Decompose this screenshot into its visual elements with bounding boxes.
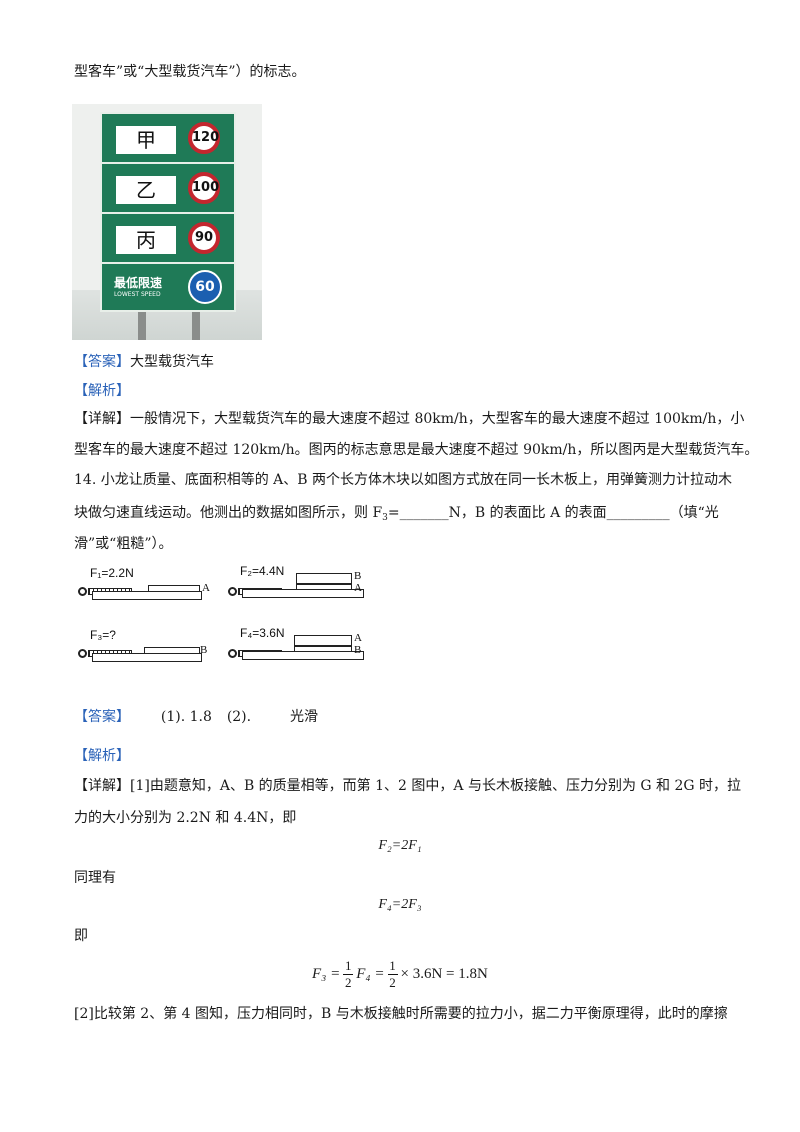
answer-part2: (2). (226, 709, 252, 725)
detail-text: [1]由题意知，A、B 的质量相等，而第 1、2 图中，A 与长木板接触、压力分… (130, 778, 742, 794)
block-label: B (200, 644, 208, 656)
spring-ring (78, 649, 87, 658)
lowest-speed-en: LOWEST SPEED (114, 291, 161, 298)
eq3-rhs: × 3.6N = 1.8N (400, 965, 488, 982)
force-label: F₃=? (90, 628, 116, 642)
equation-3: F₃ = 1 2 F₄ = 1 2 × 3.6N = 1.8N (312, 954, 488, 994)
experiment-figure-4: F₄=3.6N A B (228, 626, 378, 664)
eq3-mid: F₄ = (356, 965, 385, 982)
q13-answer-line: 【答案】大型载货汽车 (74, 352, 214, 372)
eq3-fraction-1: 1 2 (343, 957, 354, 991)
experiment-figure-1: F₁=2.2N A (78, 566, 228, 604)
frac-den: 2 (389, 974, 396, 990)
q14-question-line2: 块做匀速直线运动。他测出的数据如图所示，则 F3=_______N，B 的表面比… (74, 503, 719, 528)
q14-text-b: =_______N，B 的表面比 A 的表面_________（填“光 (387, 505, 719, 521)
equation-1: F₂=2F₁ (378, 838, 422, 853)
analysis-tag: 【解析】 (74, 748, 130, 764)
detail-text: 一般情况下，大型载货汽车的最大速度不超过 80km/h，大型客车的最大速度不超过… (130, 411, 745, 427)
equation-2: F₄=2F₃ (378, 897, 422, 912)
sign-row-yi: 乙 100 (102, 164, 234, 214)
sign-pole-left (138, 312, 146, 340)
bottom-block-label: A (354, 582, 362, 594)
sign-label: 乙 (116, 176, 176, 204)
q13-analysis-line: 【解析】 (74, 381, 130, 401)
analysis-tag: 【解析】 (74, 383, 130, 399)
answer-part3: 光滑 (290, 709, 318, 725)
experiment-figure-3: F₃=? B (78, 628, 228, 666)
detail-tag: 【详解】 (74, 778, 130, 794)
same-reason-text: 同理有 (74, 870, 116, 886)
q14-analysis-line: 【解析】 (74, 746, 130, 766)
eq3-fraction-2: 1 2 (387, 957, 398, 991)
q13-detail-line1: 【详解】一般情况下，大型载货汽车的最大速度不超过 80km/h，大型客车的最大速… (74, 409, 744, 429)
wood-board (242, 651, 364, 660)
top-block-label: B (354, 570, 362, 582)
force-label: F₄=3.6N (240, 626, 285, 640)
lowest-speed-cn: 最低限速 (114, 276, 163, 290)
q14-detail-line2: 力的大小分别为 2.2N 和 4.4N，即 (74, 810, 297, 826)
q14-text-a: 块做匀速直线运动。他测出的数据如图所示，则 F (74, 505, 383, 521)
ji-text: 即 (74, 928, 88, 944)
sign-row-bing: 丙 90 (102, 214, 234, 264)
q14-question-line1: 14. 小龙让质量、底面积相等的 A、B 两个长方体木块以如图方式放在同一长木板… (74, 472, 733, 488)
block-label: A (202, 582, 210, 594)
intro-tail-text: 型客车”或“大型载货汽车”）的标志。 (74, 64, 306, 80)
q13-detail-line2: 型客车的最大速度不超过 120km/h。图丙的标志意思是最大速度不超过 90km… (74, 442, 759, 458)
bottom-block-label: B (354, 644, 362, 656)
force-label: F₁=2.2N (90, 566, 134, 580)
answer-tag: 【答案】 (74, 709, 130, 725)
q14-question-line3: 滑”或“粗糙”）。 (74, 536, 173, 552)
top-block-label: A (354, 632, 362, 644)
sign-pole-right (192, 312, 200, 340)
detail-tag: 【详解】 (74, 411, 130, 427)
q14-sub: 3 (382, 513, 388, 523)
eq3-lhs: F₃ = (312, 965, 341, 982)
spring-ring (78, 587, 87, 596)
sign-label: 甲 (116, 126, 176, 154)
road-sign-image: 甲 120 乙 100 丙 90 最低限速 LOWEST SPEED 60 (72, 104, 262, 340)
speed-sign-board: 甲 120 乙 100 丙 90 最低限速 LOWEST SPEED 60 (100, 112, 236, 312)
sign-row-jia: 甲 120 (102, 114, 234, 164)
spring-ring (228, 649, 237, 658)
wood-board (242, 589, 364, 598)
answer-part1: (1). 1.8 (160, 709, 212, 725)
speed-limit-circle: 90 (188, 222, 220, 254)
sign-row-lowest: 最低限速 LOWEST SPEED 60 (102, 264, 234, 310)
answer-text: 大型载货汽车 (130, 354, 214, 370)
q14-detail-line3: [2]比较第 2、第 4 图知，压力相同时，B 与木板接触时所需要的拉力小，据二… (74, 1006, 728, 1022)
frac-num: 1 (345, 957, 352, 973)
wood-board (92, 653, 202, 662)
experiment-figure-2: F₂=4.4N B A (228, 564, 378, 602)
spring-ring (228, 587, 237, 596)
force-label: F₂=4.4N (240, 564, 285, 578)
frac-den: 2 (345, 974, 352, 990)
wood-board (92, 591, 202, 600)
q14-answer-line: 【答案】 (1). 1.8 (2). 光滑 (74, 707, 318, 727)
speed-limit-circle: 100 (188, 172, 220, 204)
sign-label: 丙 (116, 226, 176, 254)
block-top (296, 573, 352, 584)
q14-detail-line1: 【详解】[1]由题意知，A、B 的质量相等，而第 1、2 图中，A 与长木板接触… (74, 776, 741, 796)
block-top (294, 635, 352, 646)
answer-tag: 【答案】 (74, 354, 130, 370)
speed-limit-circle: 120 (188, 122, 220, 154)
frac-num: 1 (389, 957, 396, 973)
lowest-limit-circle: 60 (188, 270, 222, 304)
